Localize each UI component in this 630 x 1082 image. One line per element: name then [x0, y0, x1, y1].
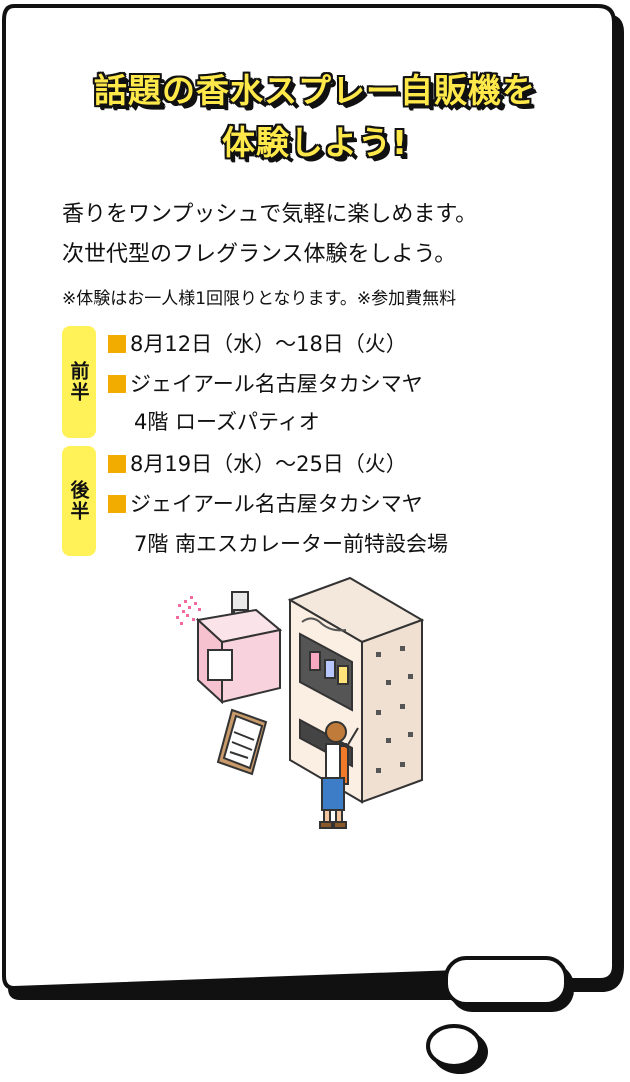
perfume-bottle-icon	[195, 591, 283, 705]
notice-text: ※体験はお一人様1回限りとなります。※参加費無料	[62, 289, 457, 309]
vending-machine-icon	[287, 576, 425, 804]
schedule-venue-second-half: ジェイアール名古屋タカシマヤ	[108, 488, 423, 518]
page-title-line2: 体験しよう!	[221, 123, 409, 162]
schedule-date-text: 8月19日（水）〜25日（火）	[130, 452, 407, 476]
page-title-line1: 話題の香水スプレー自販機を	[94, 71, 536, 110]
vending-machine-illustration	[176, 576, 425, 829]
period-badge-first-half: 前半	[62, 326, 96, 438]
venue-name-text: ジェイアール名古屋タカシマヤ	[130, 372, 423, 396]
schedule-floor-first-half: 4階 ローズパティオ	[134, 410, 320, 434]
bullet-square-icon	[108, 495, 126, 513]
description-line2: 次世代型のフレグランス体験をしよう。	[62, 242, 457, 267]
bullet-square-icon	[108, 335, 126, 353]
machine-dots-pattern	[376, 646, 413, 773]
menu-signboard-icon	[216, 708, 268, 776]
venue-name-text: ジェイアール名古屋タカシマヤ	[130, 492, 423, 516]
period-badge-second-half: 後半	[62, 446, 96, 556]
bullet-square-icon	[108, 455, 126, 473]
schedule-floor-second-half: 7階 南エスカレーター前特設会場	[134, 532, 449, 556]
spray-mist-icon	[176, 596, 201, 625]
schedule-date-second-half: 8月19日（水）〜25日（火）	[108, 448, 407, 478]
schedule-date-first-half: 8月12日（水）〜18日（火）	[108, 328, 407, 358]
schedule-date-text: 8月12日（水）〜18日（火）	[130, 332, 407, 356]
schedule-venue-first-half: ジェイアール名古屋タカシマヤ	[108, 368, 423, 398]
description-line1: 香りをワンプッシュで気軽に楽しめます。	[62, 202, 478, 227]
person-icon	[319, 721, 359, 829]
bullet-square-icon	[108, 375, 126, 393]
